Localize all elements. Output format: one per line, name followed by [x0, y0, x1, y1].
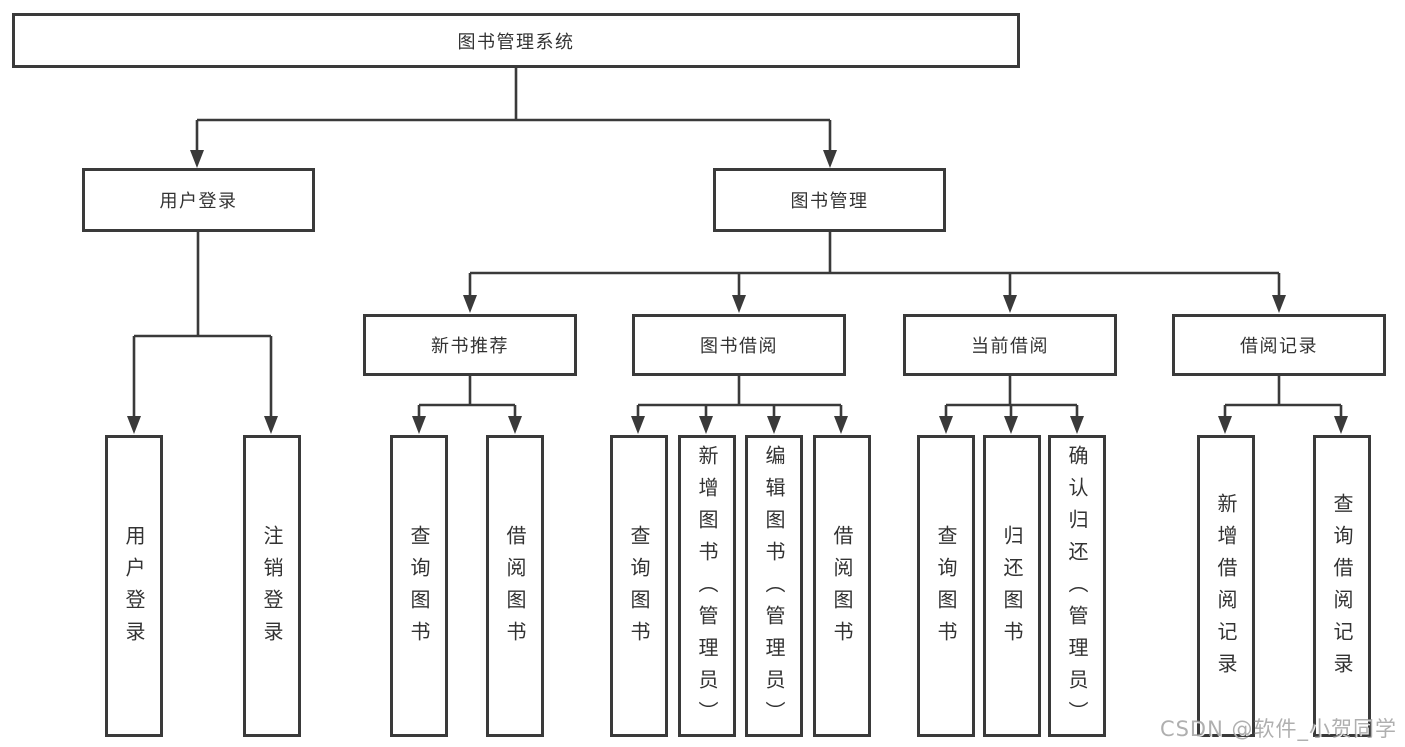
leaf-add-book-admin-label: 新增图书（管理员）: [695, 445, 719, 733]
leaf-borrow-books-recommend: 借阅图书: [486, 435, 544, 737]
leaf-query-borrow-record: 查询借阅记录: [1313, 435, 1371, 737]
leaf-return-books-label: 归还图书: [1000, 525, 1024, 653]
node-user-login-label: 用户登录: [159, 191, 238, 212]
leaf-add-borrow-record: 新增借阅记录: [1197, 435, 1255, 737]
leaf-logout-label: 注销登录: [260, 525, 284, 653]
node-book-management-label: 图书管理: [790, 191, 869, 212]
leaf-query-books-current-label: 查询图书: [934, 525, 958, 653]
node-book-borrow: 图书借阅: [632, 314, 846, 376]
leaf-confirm-return-admin: 确认归还（管理员）: [1048, 435, 1106, 737]
node-current-borrow-label: 当前借阅: [971, 336, 1049, 357]
node-library-system: 图书管理系统: [12, 13, 1020, 68]
leaf-add-borrow-record-label: 新增借阅记录: [1214, 493, 1238, 685]
leaf-user-login-label: 用户登录: [122, 525, 146, 653]
node-new-book-recommend: 新书推荐: [363, 314, 577, 376]
tree-lines: [132, 67, 1343, 420]
leaf-edit-book-admin: 编辑图书（管理员）: [745, 435, 803, 737]
node-book-management: 图书管理: [713, 168, 946, 232]
node-new-book-recommend-label: 新书推荐: [431, 336, 509, 357]
leaf-query-books-borrow-label: 查询图书: [627, 525, 651, 653]
node-book-borrow-label: 图书借阅: [700, 336, 778, 357]
leaf-edit-book-admin-label: 编辑图书（管理员）: [762, 445, 786, 733]
node-user-login: 用户登录: [82, 168, 315, 232]
leaf-query-books-borrow: 查询图书: [610, 435, 668, 737]
leaf-return-books: 归还图书: [983, 435, 1041, 737]
node-borrow-records: 借阅记录: [1172, 314, 1386, 376]
leaf-user-login: 用户登录: [105, 435, 163, 737]
leaf-borrow-books-borrow-label: 借阅图书: [830, 525, 854, 653]
leaf-logout: 注销登录: [243, 435, 301, 737]
leaf-query-books-recommend: 查询图书: [390, 435, 448, 737]
leaf-borrow-books-borrow: 借阅图书: [813, 435, 871, 737]
csdn-watermark: CSDN @软件_小贺同学: [1159, 717, 1397, 741]
node-borrow-records-label: 借阅记录: [1240, 336, 1318, 357]
node-library-system-label: 图书管理系统: [457, 31, 575, 53]
leaf-query-borrow-record-label: 查询借阅记录: [1330, 493, 1354, 685]
leaf-query-books-recommend-label: 查询图书: [407, 525, 431, 653]
node-current-borrow: 当前借阅: [903, 314, 1117, 376]
leaf-confirm-return-admin-label: 确认归还（管理员）: [1065, 445, 1089, 733]
leaf-query-books-current: 查询图书: [917, 435, 975, 737]
leaf-borrow-books-recommend-label: 借阅图书: [503, 525, 527, 653]
leaf-add-book-admin: 新增图书（管理员）: [678, 435, 736, 737]
